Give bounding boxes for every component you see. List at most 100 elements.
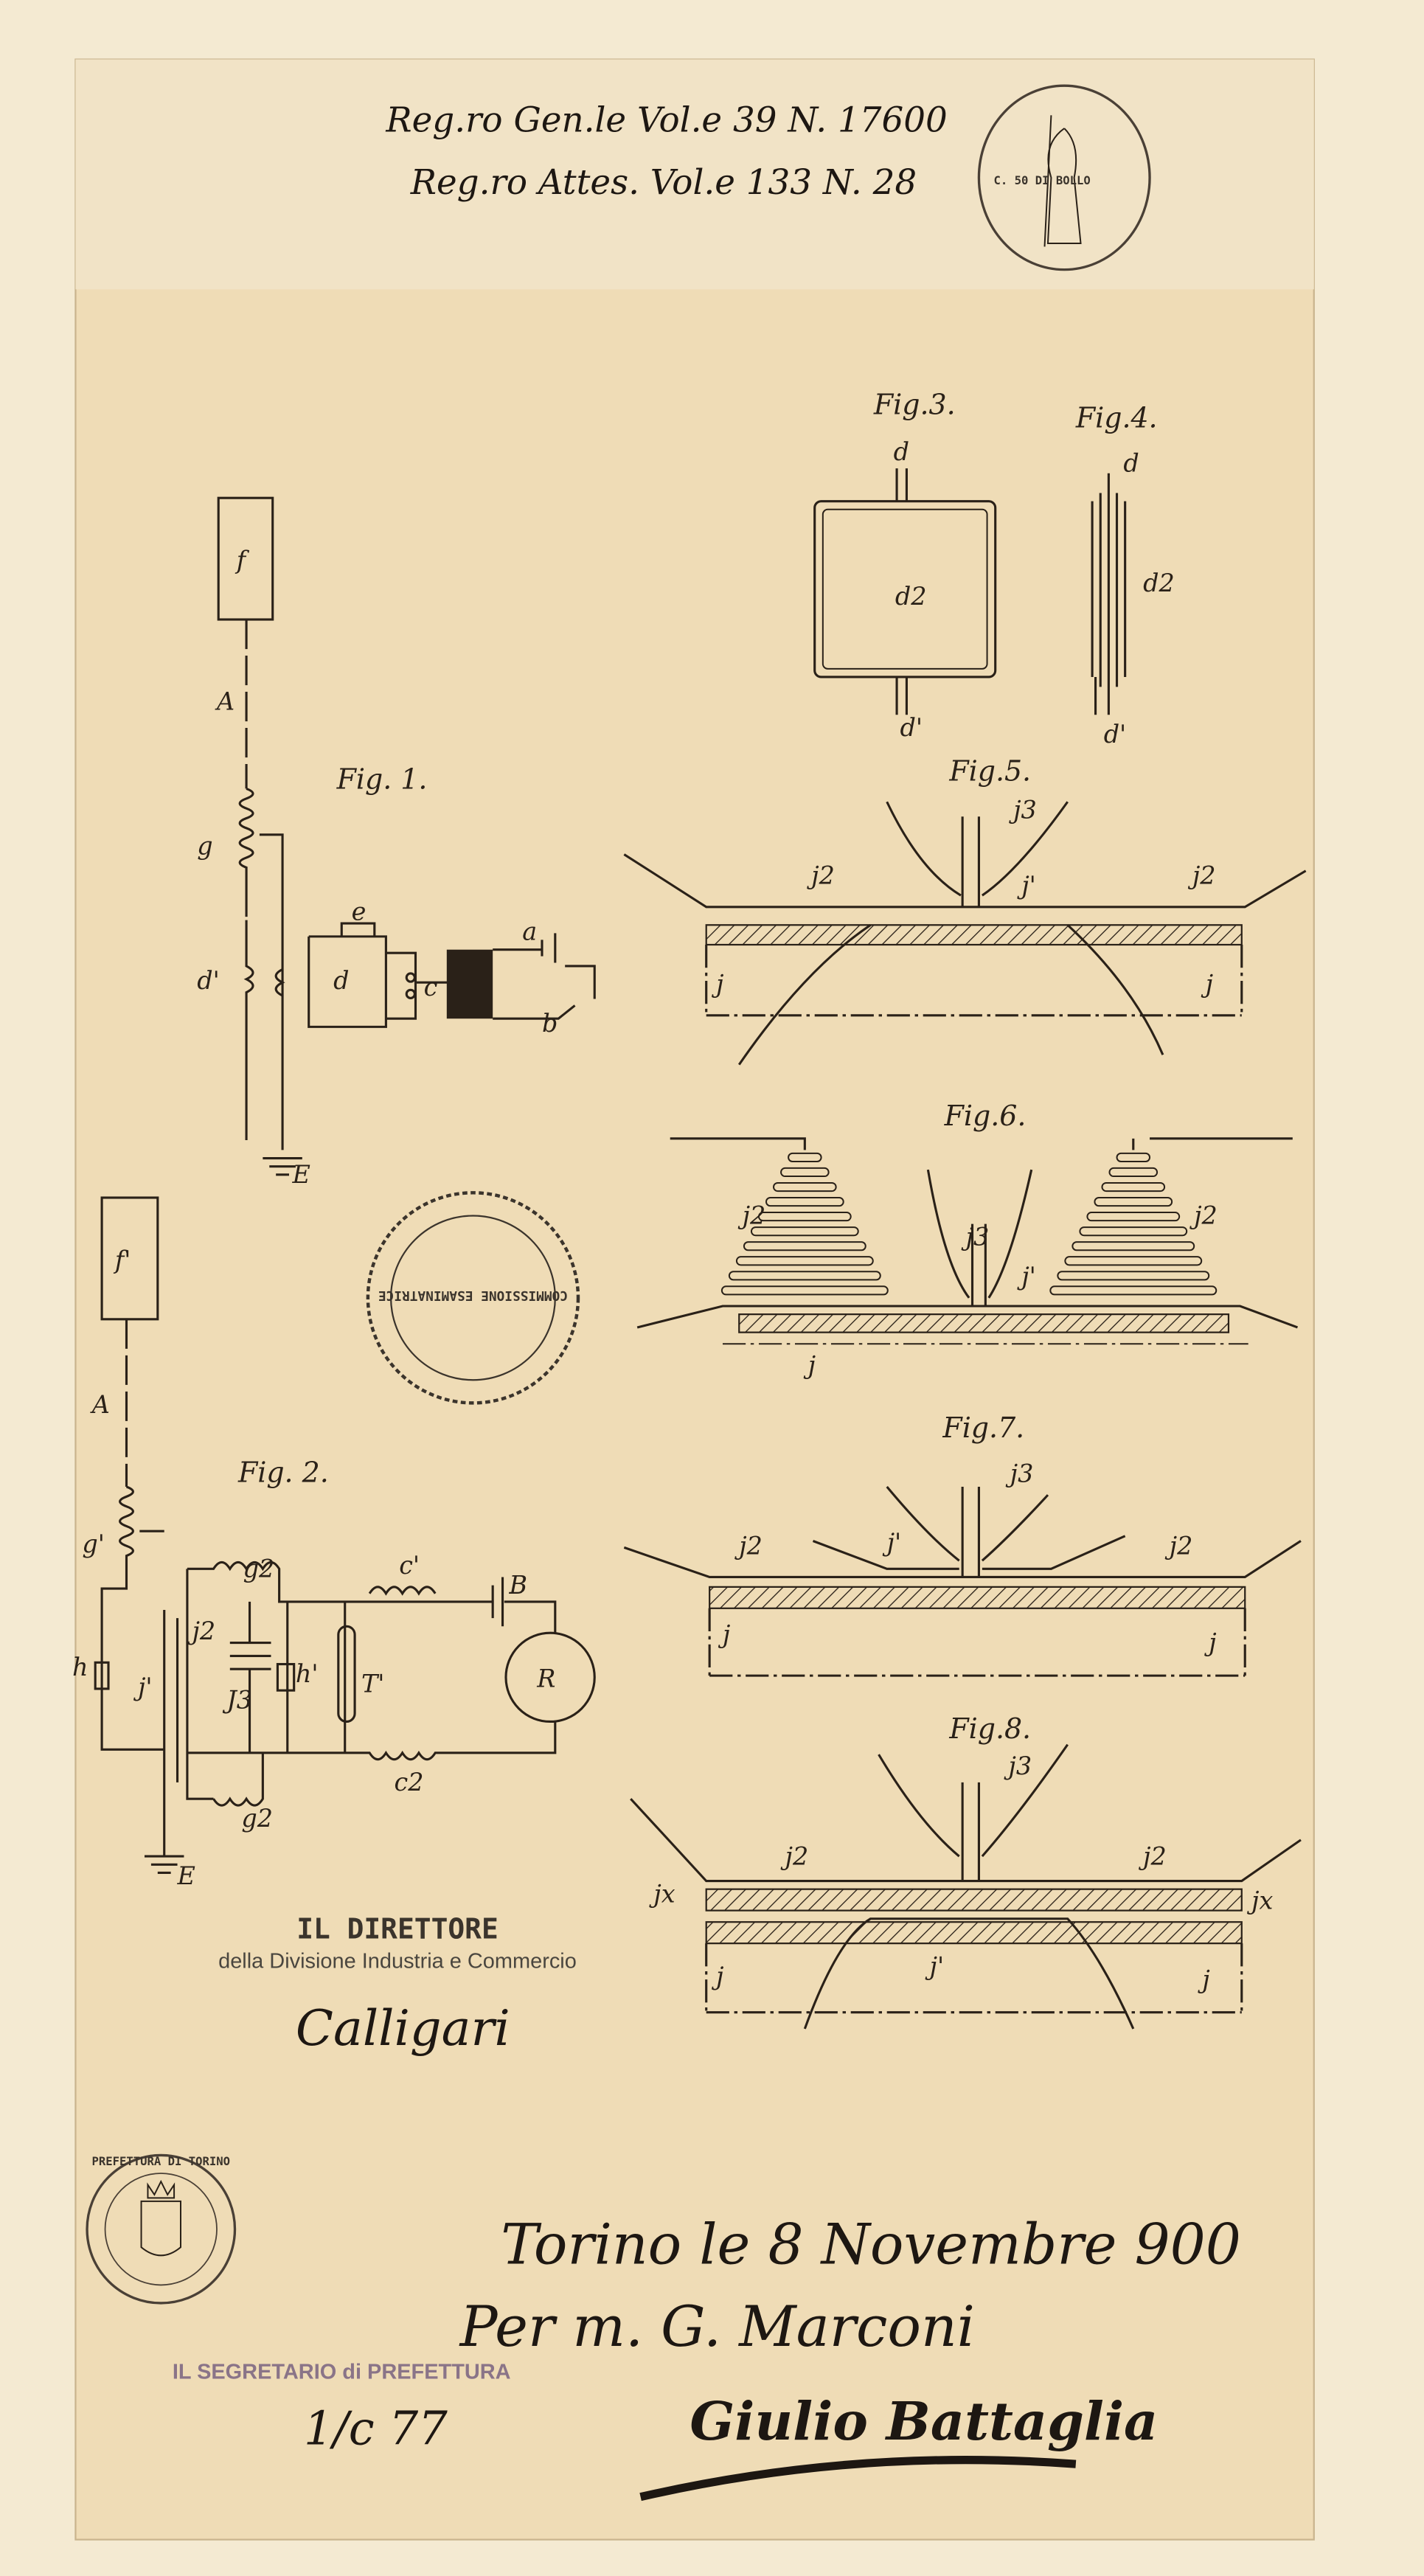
secretary-title: IL SEGRETARIO di PREFETTURA [173,2360,511,2384]
closing-signatures: Torino le 8 Novembre 900 Per m. G. Marco… [459,2212,1241,2502]
label-d2: d2 [1143,569,1175,597]
label-j2: j2 [187,1617,216,1645]
figure-1: Fig. 1. f A g E d' d e c a b [197,496,596,1189]
label-f-prime: f' [113,1246,131,1274]
fig5-title: Fig.5. [948,754,1031,787]
coil-turn [728,1271,881,1281]
label-E: E [291,1160,310,1189]
director-stamp: IL DIRETTORE della Divisione Industria e… [218,1912,577,2057]
label-c2: c2 [395,1768,424,1796]
label-j3: j3 [961,1223,990,1251]
label-d-prime: d' [197,966,220,995]
label-a: a [522,917,537,945]
label-d-prime: d' [900,713,923,742]
coil-turn [1064,1256,1203,1266]
label-j2-left: j2 [806,861,835,890]
label-d-prime: d' [1104,720,1127,749]
figure-6: Fig.6. j3 j2 j2 j' j [636,1100,1299,1379]
coil-turn [765,1197,844,1207]
register-line-1: Reg.ro Gen.le Vol.e 39 N. 17600 [385,101,947,141]
label-j3: j3 [1004,1752,1032,1780]
director-division: della Divisione Industria e Commercio [218,1950,577,1973]
label-j2-left: j2 [780,1841,809,1870]
prefecture-seal-text: PREFETTURA DI TORINO [91,2155,230,2168]
label-jx-left: jx [648,1879,675,1908]
label-j2-left: j2 [737,1201,766,1230]
revenue-stamp: C. 50 DI BOLLO [977,84,1151,271]
figure-3: Fig.3. d d2 d' [813,389,997,742]
fig6-title: Fig.6. [944,1100,1027,1132]
figure-5: Fig.5. j3 j2 j' j2 j j [623,754,1307,1066]
label-j2-right: j2 [1189,1201,1218,1230]
figure-4: Fig.4. d d2 d' [1075,401,1175,749]
prefecture-seal: PREFETTURA DI TORINO [86,2153,237,2305]
label-j2-right: j2 [1138,1841,1167,1870]
paper [74,58,1315,2541]
fig2-title: Fig. 2. [237,1456,329,1488]
label-E: E [177,1861,195,1890]
label-c-prime: c' [399,1551,420,1580]
label-h-prime: h' [296,1659,319,1688]
label-d: d [894,437,909,466]
coil-turn [1116,1152,1151,1163]
coil-turn [1086,1212,1181,1222]
coil-turn [788,1152,822,1163]
coil-turn [735,1256,874,1266]
coil-turn [780,1167,830,1178]
label-A: A [215,687,235,716]
label-g-prime: g' [82,1530,105,1558]
label-d2: d2 [895,582,927,611]
register-header: Reg.ro Gen.le Vol.e 39 N. 17600 Reg.ro A… [385,101,947,204]
label-j2-right: j2 [1187,861,1216,890]
secretary-mark: 1/c 77 [304,2401,448,2455]
label-c: c [424,973,438,1001]
coil-turn [757,1212,852,1222]
coil-turn [1072,1241,1195,1251]
label-B: B [508,1571,527,1600]
secretary-stamp: IL SEGRETARIO di PREFETTURA 1/c 77 [173,2360,511,2455]
coil-turn [1101,1181,1166,1192]
label-j3: j3 [1005,1459,1034,1487]
coil-turn [1094,1197,1173,1207]
label-b: b [542,1009,558,1038]
figure-2: Fig. 2. f' A g' E h j' g2 j2 J3 c' B h' … [72,1196,596,1890]
coil-turn [743,1241,866,1251]
label-g2-top: g2 [243,1554,275,1583]
register-line-2: Reg.ro Attes. Vol.e 133 N. 28 [410,163,917,203]
label-g: g [197,832,212,861]
on-behalf-of: Per m. G. Marconi [459,2294,975,2359]
commission-stamp-text: COMMISSIONE ESAMINATRICE [378,1288,568,1303]
commission-stamp: COMMISSIONE ESAMINATRICE [366,1191,580,1405]
label-R: R [536,1664,555,1693]
label-jx-right: jx [1246,1886,1273,1914]
director-signature: Calligari [296,1999,510,2057]
coil-turn [750,1226,859,1237]
fig7-title: Fig.7. [942,1412,1024,1444]
label-d: d [1123,449,1139,478]
coil-turn [1108,1167,1159,1178]
coil-turn [1049,1285,1218,1296]
fig3-title: Fig.3. [873,389,956,421]
coil-turn [1057,1271,1210,1281]
revenue-stamp-text: C. 50 DI BOLLO [993,174,1090,187]
figure-8: Fig.8. j3 j2 j2 jx jx j' j j [630,1712,1302,2030]
label-h: h [72,1653,88,1681]
fig4-title: Fig.4. [1075,401,1158,434]
label-j2-left: j2 [734,1531,763,1560]
label-d: d [333,966,349,995]
label-j2-right: j2 [1164,1531,1193,1560]
director-title: IL DIRETTORE [296,1912,499,1945]
label-e: e [352,898,367,926]
label-g2-bottom: g2 [241,1804,273,1833]
place-date: Torino le 8 Novembre 900 [501,2212,1241,2277]
label-J3: J3 [222,1686,252,1715]
label-j3: j3 [1008,796,1037,824]
coil-turn [720,1285,889,1296]
coil-turn [773,1181,837,1192]
fig8-title: Fig.8. [948,1712,1031,1745]
attorney-signature: Giulio Battaglia [690,2390,1158,2452]
coil-turn [1079,1226,1188,1237]
label-T-prime: T' [361,1669,384,1698]
fig1-title: Fig. 1. [336,763,428,795]
